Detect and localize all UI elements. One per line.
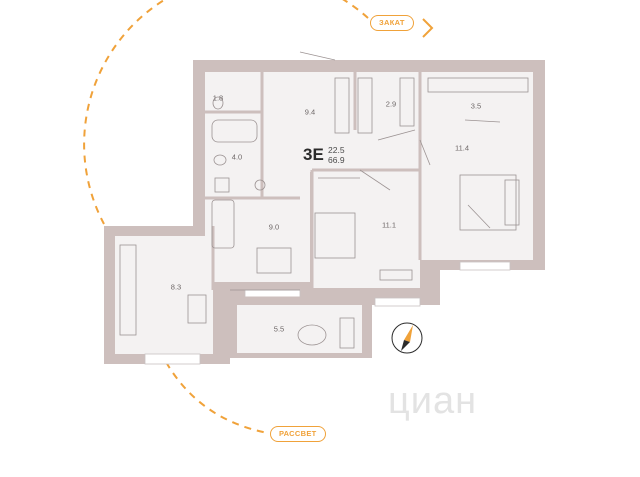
room-label-kitchen: 8.3 <box>170 282 182 292</box>
room-label-wardrobe-left: 2.9 <box>385 99 397 109</box>
sunrise-label: РАССВЕТ <box>270 426 326 442</box>
room-label-balcony: 5.5 <box>273 324 285 334</box>
total-area: 66.9 <box>328 155 345 165</box>
room-label-room: 11.1 <box>381 220 397 230</box>
sunset-arc <box>83 0 369 225</box>
room-label-wc: 1.8 <box>212 93 224 103</box>
room-label-bath: 4.0 <box>231 152 243 162</box>
sunset-arrow-icon <box>422 18 434 38</box>
room-label-hall: 9.4 <box>304 107 316 117</box>
furniture <box>119 77 529 349</box>
doors <box>230 51 501 291</box>
living-area: 22.5 <box>328 145 345 155</box>
watermark: циан <box>388 380 478 422</box>
room-label-living: 9.0 <box>268 222 280 232</box>
room-label-bedroom: 11.4 <box>454 143 470 153</box>
compass-icon <box>391 322 423 354</box>
sunrise-arc <box>165 361 269 434</box>
room-label-wardrobe-right: 3.5 <box>470 101 482 111</box>
inner-walls <box>205 72 422 300</box>
sunset-label: ЗАКАТ <box>370 15 414 31</box>
apartment-code: 3E <box>303 145 324 164</box>
room-floors <box>115 72 533 354</box>
